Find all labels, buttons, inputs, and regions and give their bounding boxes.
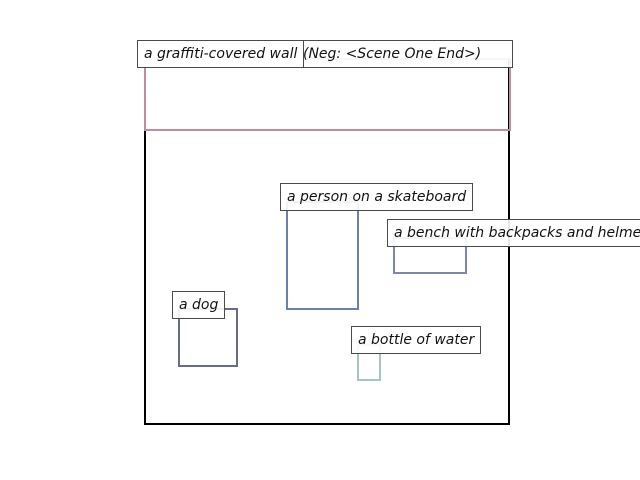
person-bounding-box <box>286 201 359 310</box>
bottle-label: a bottle of water <box>351 326 482 354</box>
wall-label: a graffiti-covered wall <box>137 40 305 68</box>
person-label: a person on a skateboard <box>280 183 474 211</box>
dog-label: a dog <box>172 291 226 319</box>
bench-label: a bench with backpacks and helmets <box>387 219 640 247</box>
wall-bounding-box <box>144 58 511 131</box>
